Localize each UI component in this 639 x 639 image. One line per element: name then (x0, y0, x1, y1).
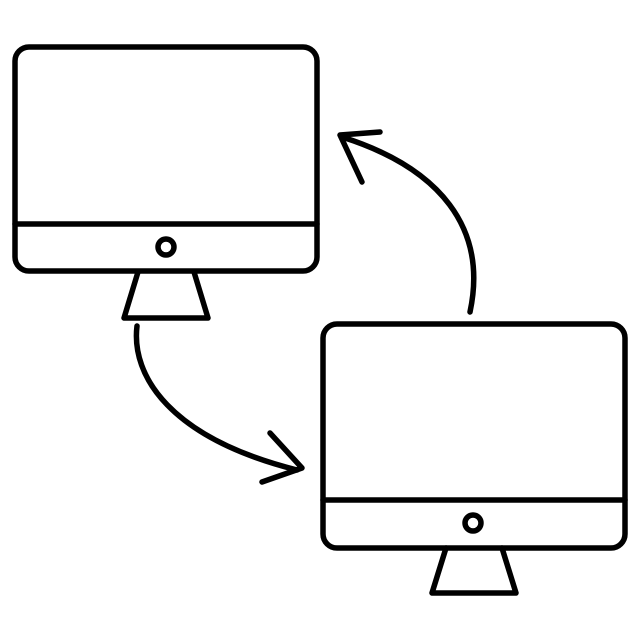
monitor-stand (121, 269, 211, 321)
arrow-shaft-down (133, 323, 300, 473)
desktop-monitor-icon (12, 44, 320, 321)
curved-arrow-icon (337, 129, 477, 315)
desktop-monitor-icon (320, 321, 628, 596)
arrow-head-up (337, 129, 383, 185)
arrow-head-down (259, 430, 305, 485)
power-button-icon (155, 236, 177, 258)
curved-arrow-icon (133, 323, 305, 485)
monitor-stand (429, 545, 519, 596)
arrow-shaft-up (339, 134, 477, 315)
monitor-screen-frame (12, 44, 320, 274)
monitor-screen-frame (320, 321, 628, 551)
power-button-icon (462, 512, 484, 534)
